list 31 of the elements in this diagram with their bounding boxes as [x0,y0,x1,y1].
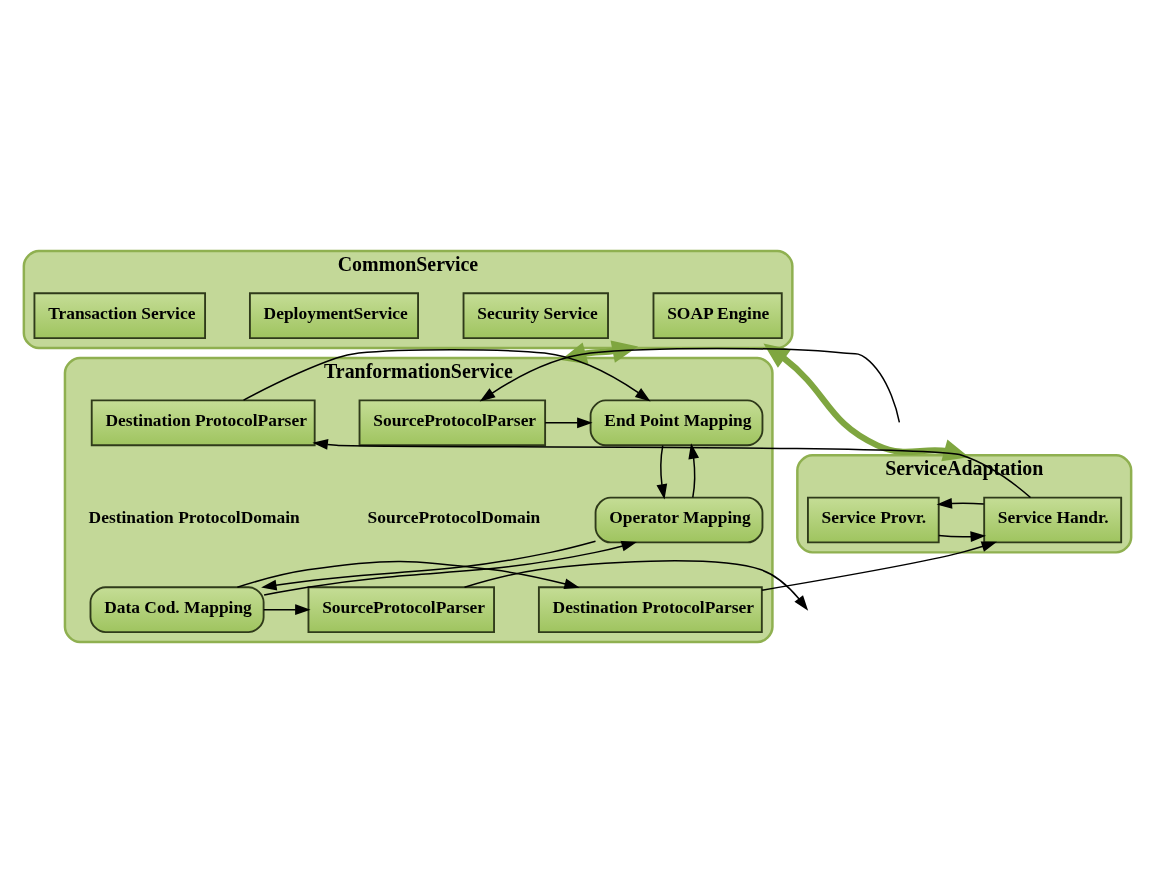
node-box: SOAP Engine [652,291,783,339]
arrow [936,497,985,509]
arrow [656,444,668,500]
node-box: DeploymentService [249,291,419,339]
arrow [544,416,593,428]
arrow [236,560,580,589]
arrow [263,540,637,596]
arrow [261,540,597,591]
node-box: End Point Mapping [589,398,764,446]
node-box: Destination ProtocolParser [537,585,763,633]
node-box: Service Provr. [807,496,940,543]
node-box: Destination ProtocolParser [90,398,316,446]
node-box: Service Handr. [983,496,1123,543]
node-box: SourceProtocolParser [307,585,495,633]
node-box: Transaction Service [33,291,206,339]
arrow [688,442,700,498]
arrow [938,530,986,542]
arrow [761,540,998,591]
arrow [312,438,1032,498]
node-box: SourceProtocolParser [358,398,547,446]
node-box: Security Service [462,291,609,339]
arrow [763,343,970,461]
node-box: Data Cod. Mapping [89,585,265,633]
arrow [263,603,311,615]
label: Destination ProtocolDomain [88,506,300,527]
label: SourceProtocolDomain [367,506,541,527]
arrow [463,559,809,611]
arrow [560,339,639,364]
node-box: Operator Mapping [594,496,764,543]
arrow [479,347,901,423]
arrow [242,348,651,401]
